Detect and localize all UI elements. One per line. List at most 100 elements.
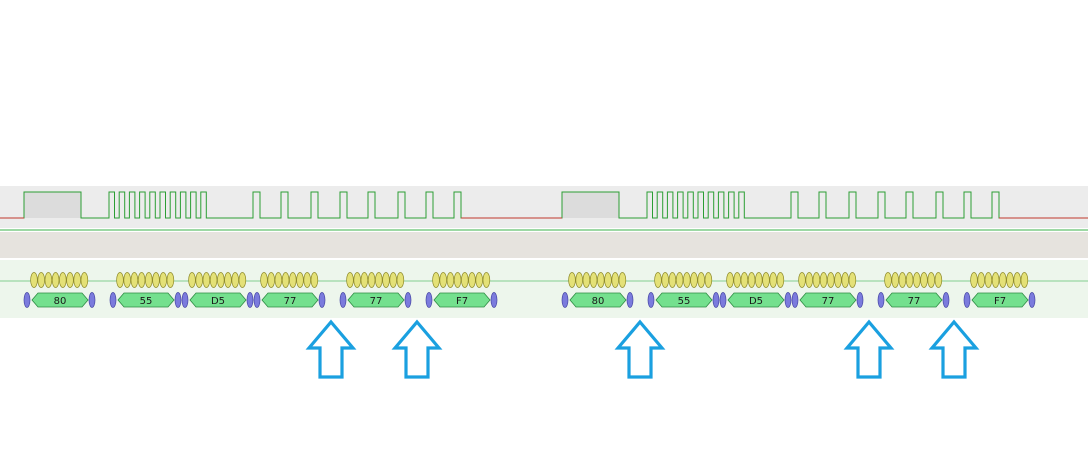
stop-bit-marker <box>174 292 182 308</box>
start-bit-marker <box>719 292 727 308</box>
decoded-byte[interactable]: 55 <box>647 272 720 308</box>
bit-marker <box>726 272 734 288</box>
empty-channel-row <box>0 232 1088 258</box>
bit-marker <box>575 272 583 288</box>
bit-marker <box>80 272 89 288</box>
start-bit-marker <box>963 292 971 308</box>
bit-marker <box>934 272 943 288</box>
bit-marker <box>905 272 914 288</box>
byte-hexagon <box>885 292 943 308</box>
bit-marker <box>116 272 124 288</box>
bit-marker <box>568 272 576 288</box>
bit-marker <box>432 272 440 288</box>
bit-marker <box>740 272 749 288</box>
bit-marker <box>389 272 397 288</box>
bit-marker <box>166 272 175 288</box>
decoded-byte[interactable]: 77 <box>339 272 412 308</box>
byte-value-label: 55 <box>140 296 153 307</box>
bit-marker <box>1006 272 1014 288</box>
bit-marker <box>267 272 275 288</box>
bit-marker <box>841 272 849 288</box>
bit-marker <box>482 272 491 288</box>
decoded-byte[interactable]: D5 <box>181 272 254 308</box>
stop-bit-marker <box>246 292 254 308</box>
bit-marker <box>848 272 857 288</box>
decoder-channel-row[interactable] <box>0 260 1088 318</box>
bit-marker <box>675 272 684 288</box>
decoded-byte[interactable]: D5 <box>719 272 792 308</box>
bit-marker <box>984 272 993 288</box>
bit-marker <box>805 272 813 288</box>
stop-bit-marker <box>88 292 96 308</box>
start-bit-marker <box>791 292 799 308</box>
bit-marker <box>913 272 921 288</box>
stop-bit-marker <box>1028 292 1036 308</box>
byte-hexagon <box>569 292 627 308</box>
decoded-byte[interactable]: 77 <box>791 272 864 308</box>
bit-marker <box>303 272 311 288</box>
bit-marker <box>762 272 770 288</box>
bit-marker <box>453 272 462 288</box>
start-bit-marker <box>647 292 655 308</box>
start-pulse-fill <box>562 192 619 218</box>
decoded-byte[interactable]: 77 <box>253 272 326 308</box>
bit-marker <box>834 272 842 288</box>
bit-marker <box>1013 272 1021 288</box>
bit-marker <box>597 272 605 288</box>
bit-marker <box>446 272 455 288</box>
bit-marker <box>159 272 167 288</box>
up-arrow-icon <box>391 319 443 379</box>
decoded-byte[interactable]: 55 <box>109 272 182 308</box>
bit-marker <box>346 272 354 288</box>
highlight-arrows <box>305 319 980 379</box>
bit-marker <box>769 272 777 288</box>
start-bit-marker <box>253 292 261 308</box>
byte-hexagon <box>117 292 175 308</box>
byte-hexagon <box>799 292 857 308</box>
bit-marker <box>130 272 139 288</box>
start-bit-marker <box>181 292 189 308</box>
bit-marker <box>704 272 713 288</box>
up-arrow-icon <box>928 319 980 379</box>
stop-bit-marker <box>490 292 498 308</box>
bit-marker <box>697 272 705 288</box>
bit-marker <box>231 272 239 288</box>
bit-marker <box>920 272 928 288</box>
bit-marker <box>475 272 483 288</box>
bit-marker <box>202 272 211 288</box>
bit-marker <box>188 272 196 288</box>
bit-marker <box>44 272 53 288</box>
up-arrow-icon <box>305 319 357 379</box>
bit-marker <box>367 272 376 288</box>
decoded-byte[interactable]: 80 <box>561 272 634 308</box>
bit-marker <box>776 272 785 288</box>
stop-bit-marker <box>856 292 864 308</box>
decoded-byte[interactable]: F7 <box>963 272 1036 308</box>
bit-marker <box>819 272 828 288</box>
bit-marker <box>668 272 677 288</box>
start-bit-marker <box>877 292 885 308</box>
bit-marker <box>654 272 662 288</box>
bit-marker <box>970 272 978 288</box>
bit-marker <box>798 272 806 288</box>
start-bit-marker <box>109 292 117 308</box>
start-bit-marker <box>339 292 347 308</box>
digital-waveform <box>0 191 1088 219</box>
byte-value-label: 80 <box>592 296 605 307</box>
bit-marker <box>145 272 153 288</box>
decoded-byte[interactable]: F7 <box>425 272 498 308</box>
bit-marker <box>977 272 985 288</box>
signal-channel-row[interactable] <box>0 186 1088 228</box>
decoded-byte[interactable]: 80 <box>23 272 96 308</box>
bit-marker <box>360 272 369 288</box>
bit-marker <box>891 272 899 288</box>
up-arrow-icon <box>614 319 666 379</box>
stop-bit-marker <box>626 292 634 308</box>
byte-hexagon <box>433 292 491 308</box>
bit-marker <box>281 272 290 288</box>
decoded-byte[interactable]: 77 <box>877 272 950 308</box>
bit-marker <box>604 272 612 288</box>
bit-marker <box>59 272 67 288</box>
bit-marker <box>683 272 691 288</box>
bit-marker <box>310 272 319 288</box>
